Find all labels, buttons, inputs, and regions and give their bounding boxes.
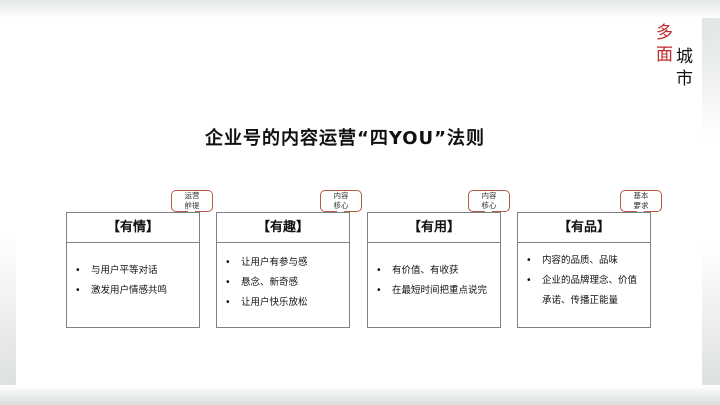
card-header: 【有趣】 bbox=[217, 213, 349, 243]
callout-label: 内容核心 bbox=[468, 190, 510, 212]
principle-card: 【有品】内容的品质、品味企业的品牌理念、价值承诺、传播正能量 bbox=[517, 212, 651, 328]
slide-title: 企业号的内容运营“四YOU”法则 bbox=[205, 128, 485, 149]
card-list: 与用户平等对话激发用户情感共鸣 bbox=[67, 243, 199, 301]
logo-char: 多 bbox=[656, 23, 673, 43]
logo-char: 市 bbox=[676, 69, 693, 89]
list-item: 与用户平等对话 bbox=[75, 261, 193, 281]
principle-card: 【有情】与用户平等对话激发用户情感共鸣 bbox=[66, 212, 200, 328]
callout-label: 基本要求 bbox=[620, 190, 662, 212]
logo-char: 城 bbox=[676, 47, 693, 67]
card-list: 有价值、有收获在最短时间把重点说完 bbox=[368, 243, 500, 301]
card-header: 【有用】 bbox=[368, 213, 500, 243]
list-item: 内容的品质、品味 bbox=[526, 251, 644, 271]
principle-card: 【有趣】让用户有参与感悬念、新奇感让用户快乐放松 bbox=[216, 212, 350, 328]
callout-text: 基本 bbox=[633, 191, 649, 200]
callout-text: 内容 bbox=[481, 191, 497, 200]
list-item: 企业的品牌理念、价值承诺、传播正能量 bbox=[526, 271, 644, 311]
card-list: 让用户有参与感悬念、新奇感让用户快乐放松 bbox=[217, 243, 349, 313]
logo: 多 面 城 市 bbox=[650, 18, 700, 108]
callout-text: 要求 bbox=[633, 201, 649, 210]
logo-char: 面 bbox=[656, 45, 673, 65]
callout-label: 内容核心 bbox=[320, 190, 362, 212]
callout-text: 核心 bbox=[333, 201, 349, 210]
callout-text: 前提 bbox=[184, 201, 200, 210]
callout-label: 运营前提 bbox=[171, 190, 213, 212]
list-item: 让用户有参与感 bbox=[225, 253, 343, 273]
card-header: 【有情】 bbox=[67, 213, 199, 243]
bottom-band bbox=[0, 385, 720, 405]
list-item: 在最短时间把重点说完 bbox=[376, 281, 494, 301]
callout-text: 运营 bbox=[184, 191, 200, 200]
principle-card: 【有用】有价值、有收获在最短时间把重点说完 bbox=[367, 212, 501, 328]
card-header: 【有品】 bbox=[518, 213, 650, 243]
callout-text: 核心 bbox=[481, 201, 497, 210]
list-item: 让用户快乐放松 bbox=[225, 293, 343, 313]
top-band bbox=[0, 0, 720, 18]
list-item: 有价值、有收获 bbox=[376, 261, 494, 281]
callout-text: 内容 bbox=[333, 191, 349, 200]
list-item: 悬念、新奇感 bbox=[225, 273, 343, 293]
list-item: 激发用户情感共鸣 bbox=[75, 281, 193, 301]
card-list: 内容的品质、品味企业的品牌理念、价值承诺、传播正能量 bbox=[518, 243, 650, 311]
